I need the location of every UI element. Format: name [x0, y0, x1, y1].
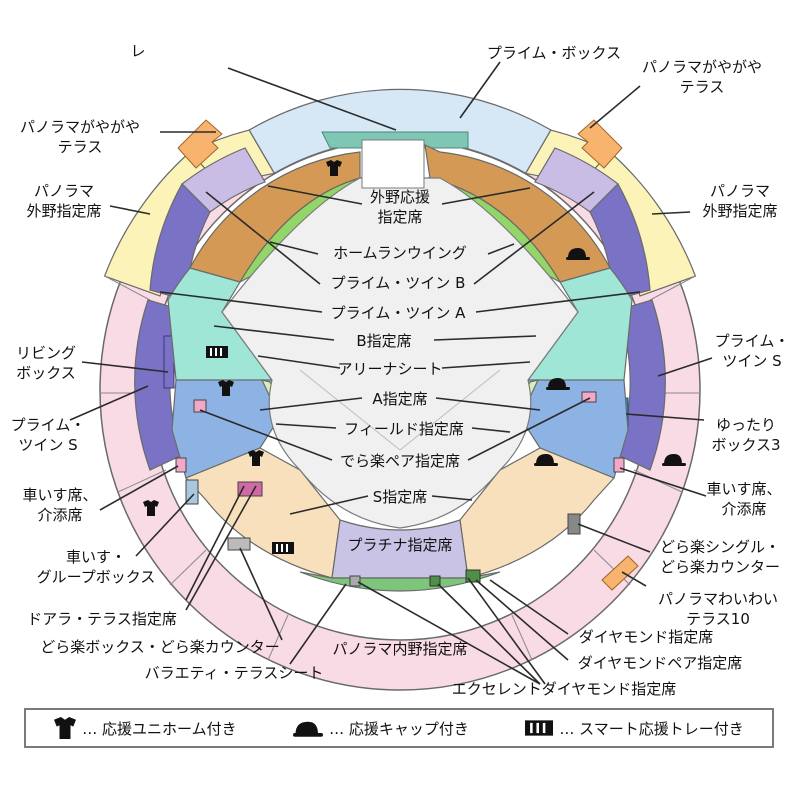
label-panorama-outfield-right: パノラマ外野指定席: [702, 182, 777, 220]
label-panorama-yagaya-right: パノラマがやがやテラス: [642, 58, 762, 96]
label-panorama-infield: パノラマ内野指定席: [332, 640, 467, 658]
baseball-cap-icon: [534, 454, 558, 466]
wheelchair-box-left[interactable]: [175, 457, 187, 473]
legend-label-tray: … スマート応援トレー付き: [559, 719, 744, 738]
baseball-cap-icon: [566, 248, 590, 260]
legend-item-cap: … 応援キャップ付き: [293, 718, 469, 739]
leader-lines: [69, 61, 713, 685]
label-prime-twin-a: プライム・ツイン A: [331, 304, 466, 322]
legend-label-cap: … 応援キャップ付き: [329, 719, 469, 738]
label-home-run-wing: ホームランウイング: [333, 244, 467, 262]
excellent-diamond-box-2[interactable]: [429, 575, 441, 587]
legend-label-uniform: … 応援ユニホーム付き: [82, 719, 237, 738]
label-arena-seat: アリーナシート: [337, 360, 442, 378]
label-living-box: リビングボックス: [16, 344, 76, 382]
legend: … 応援ユニホーム付き … 応援キャップ付き … スマート応援トレー付き: [24, 708, 774, 748]
prime-twin-b-right-outer[interactable]: [534, 147, 619, 213]
label-prime-twin-s-right: プライム・ツイン S: [715, 332, 790, 370]
label-restaurant: レ: [130, 42, 145, 60]
baseball-cap-icon: [293, 721, 324, 737]
label-excellent-diamond: エクセレントダイヤモンド指定席: [452, 680, 677, 698]
label-wheelchair-right: 車いす席、介添席: [706, 480, 781, 518]
panorama-waiwai-terrace[interactable]: [601, 555, 639, 591]
label-diamond-pair: ダイヤモンドペア指定席: [578, 654, 743, 672]
dora-pair-box-right[interactable]: [581, 391, 597, 403]
excellent-diamond-box-1[interactable]: [349, 575, 361, 587]
label-doara-terrace: ドアラ・テラス指定席: [27, 610, 177, 628]
label-field-seat: フィールド指定席: [344, 420, 464, 438]
t-shirt-icon: [143, 500, 159, 516]
label-prime-box: プライム・ボックス: [487, 44, 621, 62]
label-dora-pair: でら楽ペア指定席: [340, 452, 460, 470]
infield-lines: [299, 369, 501, 451]
label-dora-box-counter: どら楽ボックス・どら楽カウンター: [40, 638, 280, 656]
label-wheelchair-group: 車いす・グループボックス: [37, 548, 156, 586]
label-outfield-cheer: 外野応援指定席: [370, 188, 430, 226]
label-variety-terrace: バラエティ・テラスシート: [145, 664, 324, 682]
t-shirt-icon: [54, 717, 77, 739]
legend-item-tray: … スマート応援トレー付き: [525, 718, 744, 739]
prime-twin-b-left-outer[interactable]: [181, 147, 266, 213]
variety-terrace-box[interactable]: [227, 537, 251, 551]
legend-item-uniform: … 応援ユニホーム付き: [54, 717, 237, 739]
label-diamond-seat: ダイヤモンド指定席: [579, 628, 714, 646]
cheering-tray-icon: [525, 720, 554, 736]
label-a-seat: A指定席: [372, 390, 427, 408]
label-prime-twin-s-left: プライム・ツイン S: [11, 416, 86, 454]
label-wheelchair-left: 車いす席、介添席: [22, 486, 97, 524]
map-icons: [143, 160, 686, 554]
t-shirt-icon: [326, 160, 342, 176]
cheering-tray-icon: [272, 542, 294, 554]
cheering-tray-icon: [206, 346, 228, 358]
panorama-yagaya-terrace-right[interactable]: [577, 119, 623, 169]
label-b-seat: B指定席: [356, 332, 411, 350]
platinum-seat[interactable]: [331, 519, 469, 579]
label-panorama-waiwai: パノラマわいわいテラス10: [658, 590, 778, 628]
label-panorama-yagaya-left: パノラマがやがやテラス: [20, 118, 140, 156]
label-s-seat: S指定席: [373, 488, 428, 506]
t-shirt-icon: [248, 450, 264, 466]
t-shirt-icon: [218, 380, 234, 396]
backscreen: [361, 139, 425, 189]
baseball-cap-icon: [662, 454, 686, 466]
label-panorama-outfield-left: パノラマ外野指定席: [26, 182, 101, 220]
baseball-cap-icon: [546, 378, 570, 390]
field: [221, 139, 579, 529]
label-dora-single-counter: どら楽シングル・どら楽カウンター: [660, 538, 780, 576]
dora-pair-box-left[interactable]: [193, 399, 207, 413]
label-prime-twin-b: プライム・ツイン B: [331, 274, 466, 292]
seat-labels: レ プライム・ボックス パノラマがやがやテラス パノラマがやがやテラス パノラマ…: [11, 42, 790, 698]
label-platinum-seat: プラチナ指定席: [347, 536, 452, 554]
playing-field: [221, 177, 579, 529]
wheelchair-group-box[interactable]: [185, 479, 199, 505]
excellent-diamond-box-3[interactable]: [465, 569, 481, 583]
wheelchair-box-right[interactable]: [613, 457, 625, 473]
label-yuttari-box: ゆったりボックス3: [711, 416, 780, 454]
